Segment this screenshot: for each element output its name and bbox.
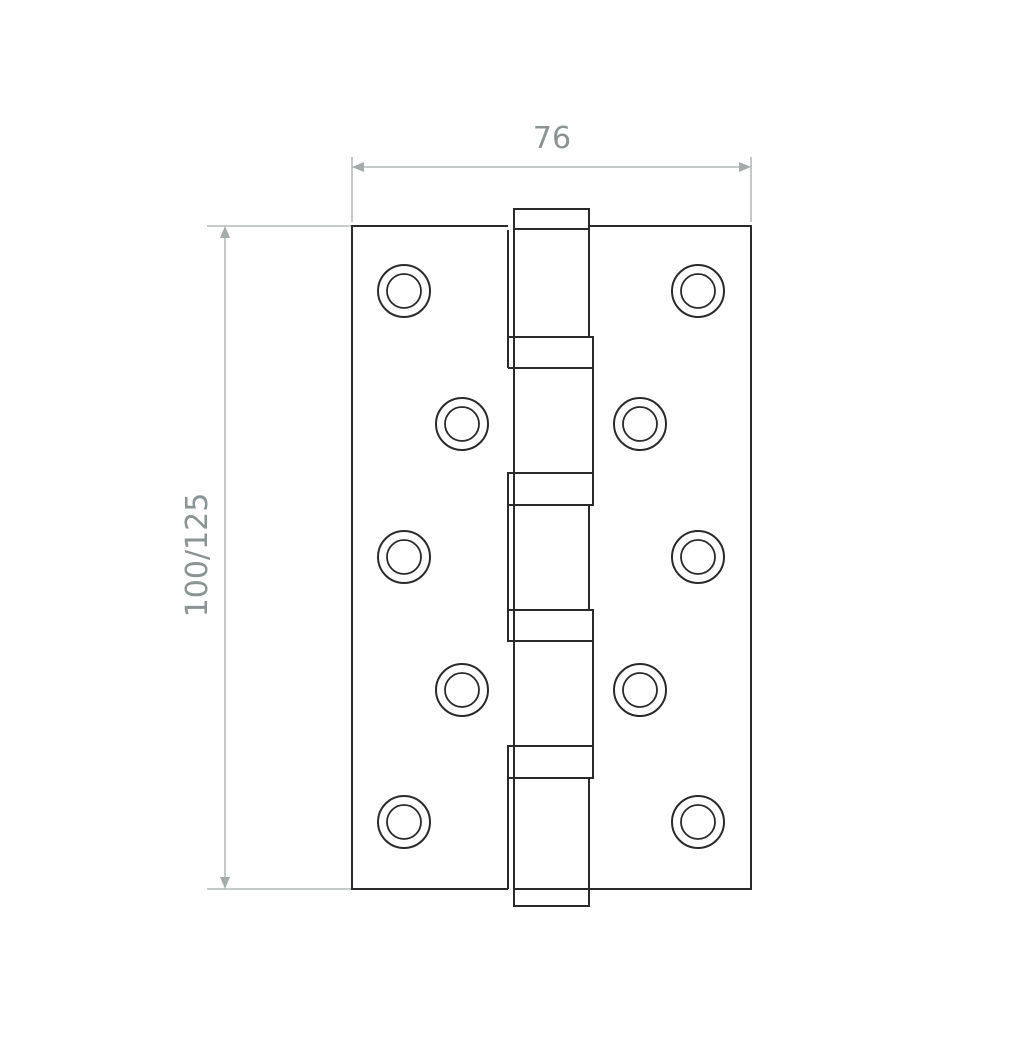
screw-hole	[671, 795, 725, 849]
knuckle-segment-5	[507, 778, 590, 889]
screw-hole	[613, 397, 667, 451]
knuckle-segment-1	[513, 229, 590, 368]
height-arrow-bottom	[220, 877, 230, 889]
screw-hole	[671, 264, 725, 318]
knuckle-washer-1	[507, 336, 594, 369]
hinge-knuckle	[507, 208, 594, 907]
left-leaf	[351, 225, 508, 890]
knuckle-washer-3	[507, 609, 594, 642]
width-label: 76	[533, 121, 571, 156]
screw-hole	[435, 663, 489, 717]
knuckle-washer-2	[507, 472, 594, 506]
screw-hole	[435, 397, 489, 451]
knuckle-bottom-cap	[513, 888, 590, 907]
height-arrow-top	[220, 226, 230, 238]
height-dimension: 100/125	[180, 225, 352, 890]
screw-hole	[671, 530, 725, 584]
left-leaf-screw-holes	[377, 264, 489, 849]
hinge-leaves	[351, 225, 752, 890]
knuckle-top-cap	[513, 208, 590, 230]
screw-hole	[613, 663, 667, 717]
knuckle-segment-4	[513, 641, 594, 778]
screw-hole	[377, 264, 431, 318]
right-leaf	[590, 225, 752, 890]
height-label: 100/125	[180, 493, 215, 618]
right-leaf-screw-holes	[613, 264, 725, 849]
screw-hole	[377, 795, 431, 849]
width-arrow-right	[739, 162, 751, 172]
knuckle-segment-3	[507, 505, 590, 641]
width-arrow-left	[352, 162, 364, 172]
screw-hole	[377, 530, 431, 584]
width-dimension: 76	[351, 121, 752, 222]
knuckle-washer-4	[507, 745, 594, 779]
knuckle-segment-2	[513, 368, 594, 505]
